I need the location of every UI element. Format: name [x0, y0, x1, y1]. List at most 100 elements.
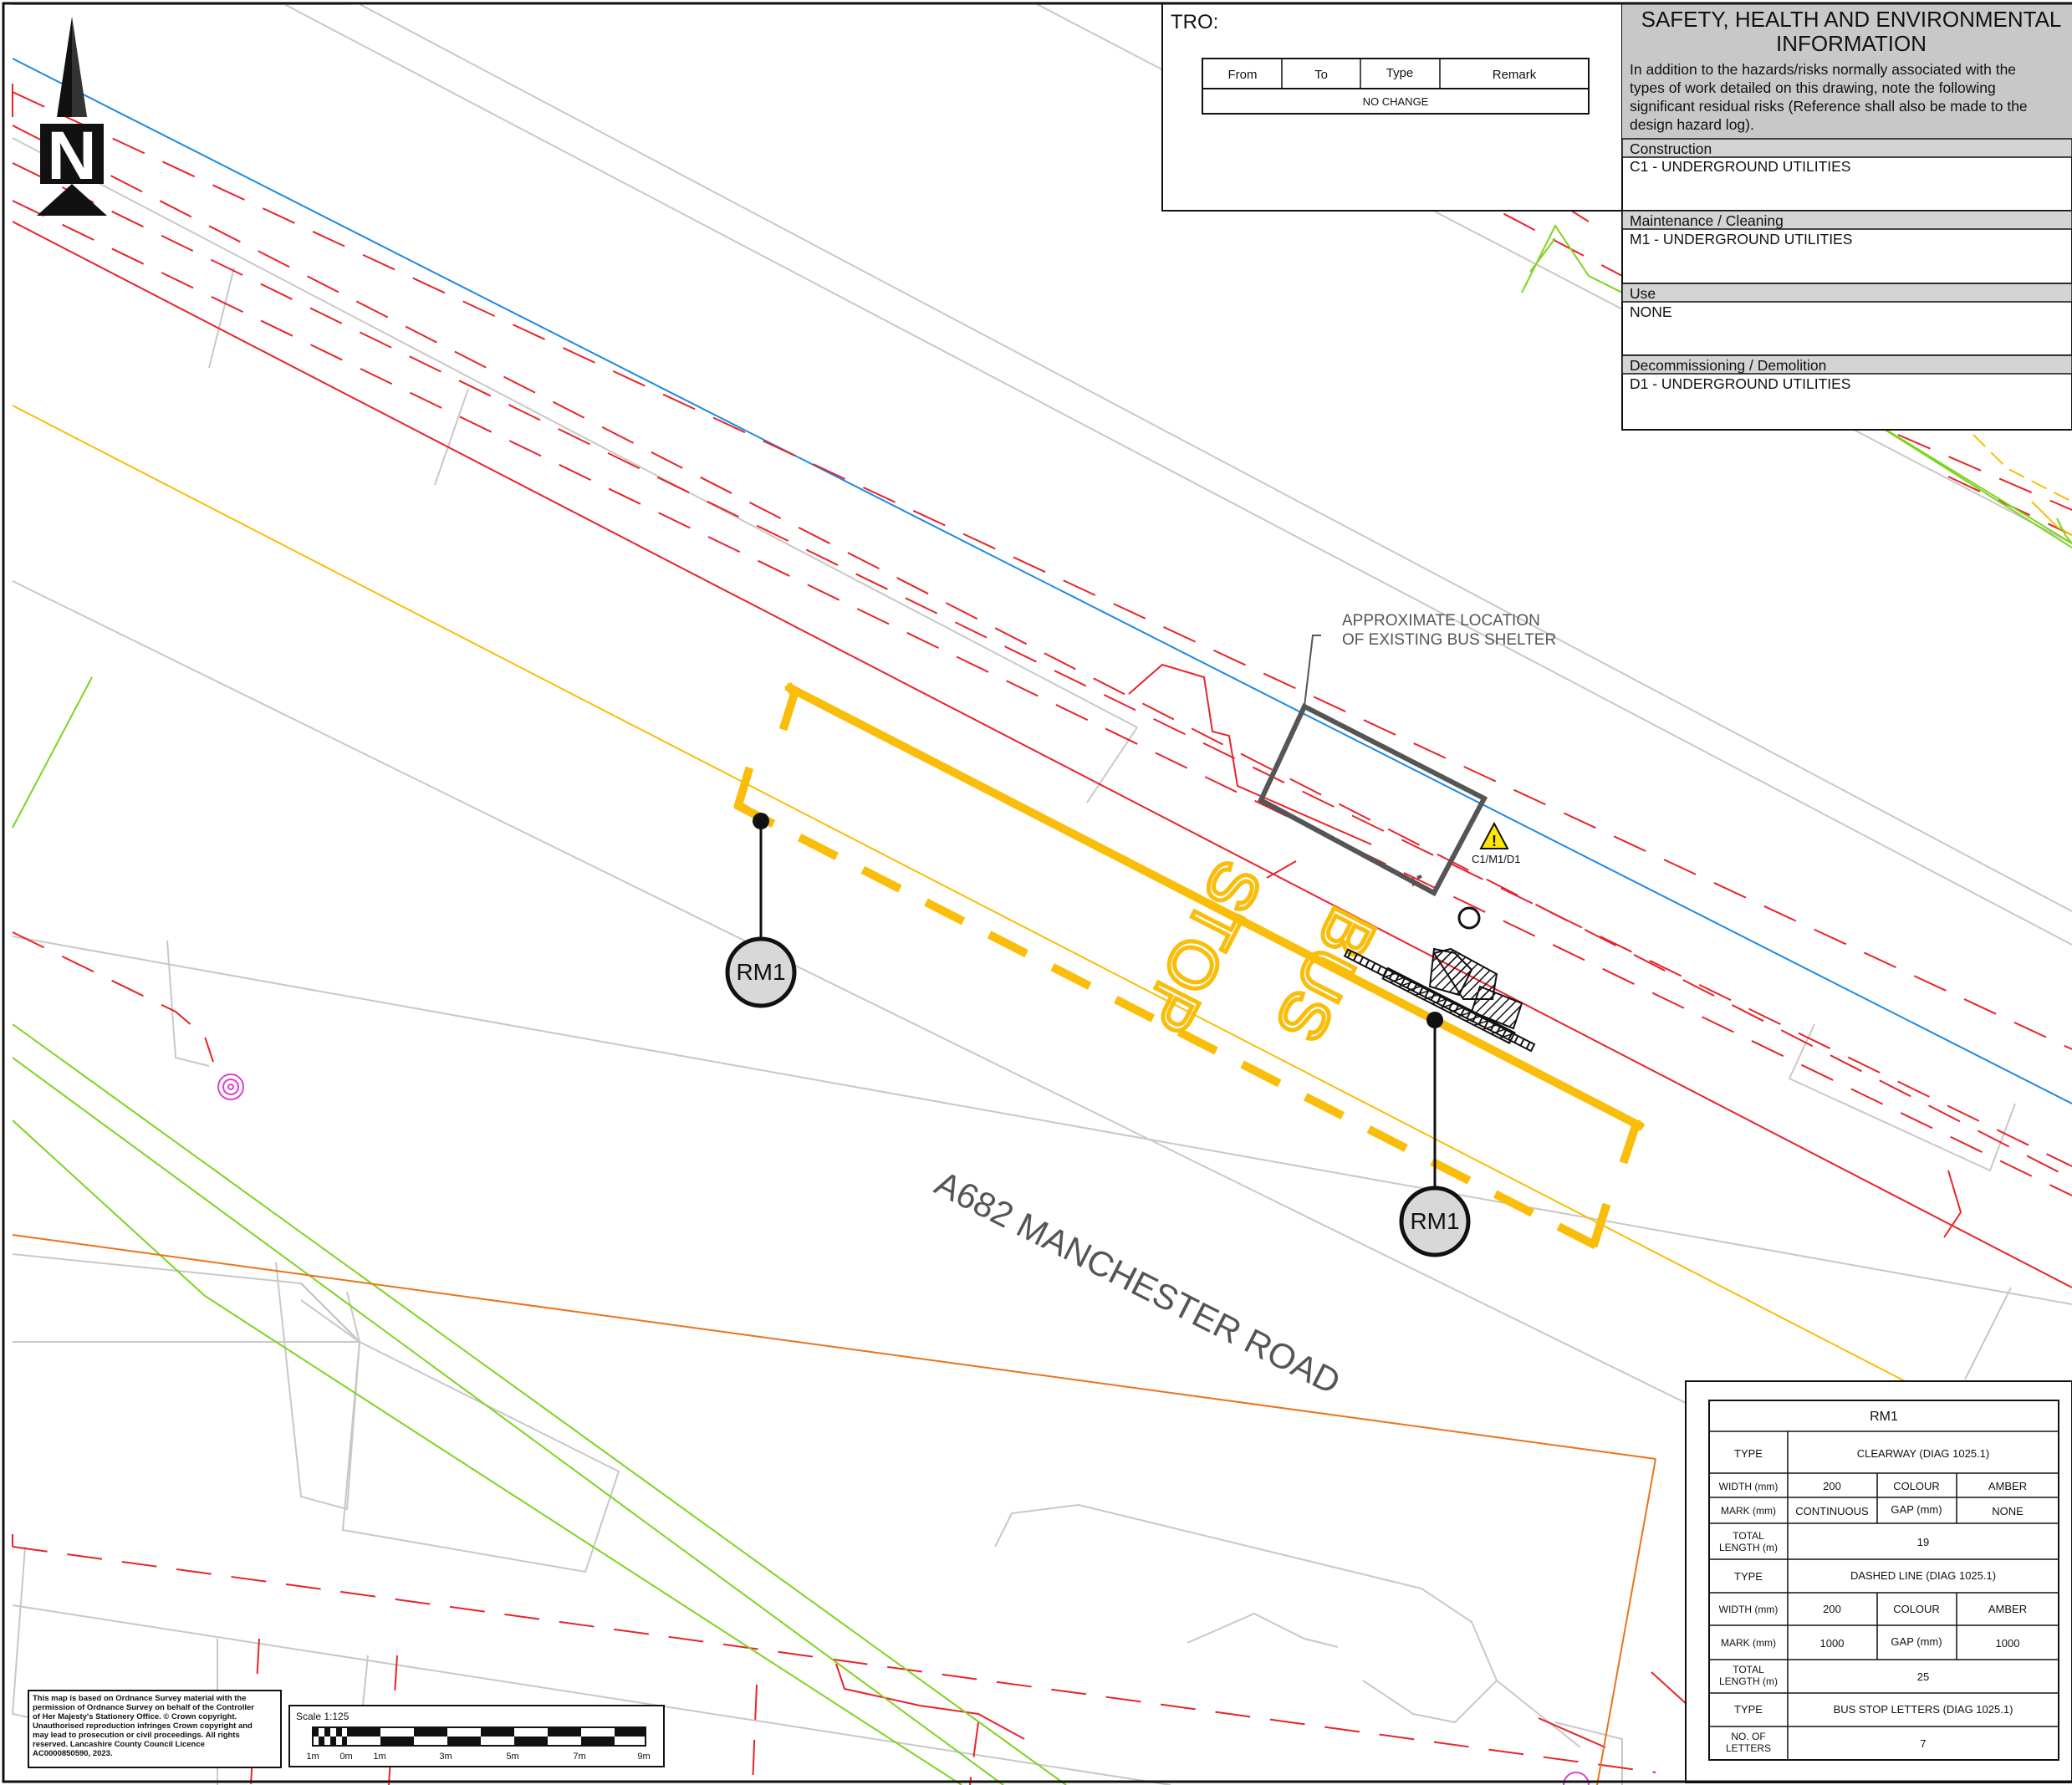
rm1-clearway-total: 19	[1917, 1536, 1929, 1548]
rm1-type-label-2: TYPE	[1734, 1570, 1763, 1583]
rm1-clearway-gap: NONE	[1992, 1505, 2024, 1517]
shelter-note-line2: OF EXISTING BUS SHELTER	[1342, 631, 1556, 649]
scale-tick: 7m	[573, 1752, 585, 1762]
she-intro-line1: In addition to the hazards/risks normall…	[1630, 61, 2016, 78]
rm1-dashed-colour: AMBER	[1988, 1603, 2027, 1615]
rm1-marker-label-2: RM1	[1410, 1208, 1459, 1234]
copyright-line-4: Unauthorised reproduction infringes Crow…	[33, 1721, 253, 1731]
copyright-line-2: permission of Ordnance Survey on behalf …	[33, 1703, 254, 1712]
she-intro-line4: design hazard log).	[1630, 116, 1754, 133]
rm1-clearway-colour: AMBER	[1988, 1480, 2027, 1492]
she-section-use-value: NONE	[1630, 303, 1672, 320]
rm1-colour-label: COLOUR	[1893, 1480, 1940, 1492]
scale-tick: 0m	[339, 1752, 352, 1762]
tro-header-type: Type	[1386, 66, 1414, 80]
copyright-line-6: reserved. Lancashire County Council Lice…	[33, 1740, 205, 1749]
rm1-width-label-2: WIDTH (mm)	[1719, 1604, 1779, 1615]
rm1-total-label-2: LENGTH (m)	[1719, 1542, 1778, 1553]
scale-tick: 1m	[306, 1752, 319, 1762]
rm1-callout-left: RM1	[725, 813, 797, 1008]
rm1-letters-label-2: LETTERS	[1726, 1742, 1771, 1754]
rm1-clearway-mark: CONTINUOUS	[1795, 1505, 1869, 1517]
rm1-total-label-3: TOTAL	[1733, 1664, 1764, 1675]
rm1-type-label-3: TYPE	[1734, 1703, 1763, 1716]
rm1-mark-label-2: MARK (mm)	[1721, 1637, 1776, 1649]
scale-tick: 5m	[506, 1752, 518, 1762]
she-section-construction-heading: Construction	[1630, 140, 1712, 157]
bus-stop-flag-icon	[1343, 947, 1536, 1053]
orange-lines	[12, 1234, 1656, 1785]
rm1-dashed-type: DASHED LINE (DIAG 1025.1)	[1850, 1569, 1996, 1582]
svg-text:!: !	[1492, 833, 1497, 849]
she-panel: SAFETY, HEALTH AND ENVIRONMENTAL INFORMA…	[1621, 3, 2072, 431]
scale-bar: Scale 1:125 1m 0m 1m 3m 5m 7m 9m	[288, 1705, 665, 1767]
rm1-type-label: TYPE	[1734, 1447, 1763, 1460]
utility-chamber-icon	[217, 1074, 244, 1100]
rm1-letters-count: 7	[1920, 1737, 1926, 1750]
map-linework	[11, 3, 2072, 1785]
copyright-line-7: AC0000850590, 2023.	[33, 1749, 113, 1758]
she-section-construction-value: C1 - UNDERGROUND UTILITIES	[1630, 158, 1850, 175]
she-section-decommissioning-heading: Decommissioning / Demolition	[1630, 357, 1826, 374]
she-title-line2: INFORMATION	[1776, 31, 1927, 56]
rm1-clearway-type: CLEARWAY (DIAG 1025.1)	[1857, 1447, 1989, 1460]
bus-stop-pole-icon	[1457, 906, 1481, 930]
she-intro-line2: types of work detailed on this drawing, …	[1630, 79, 1996, 96]
scale-tick: 3m	[439, 1752, 452, 1762]
scale-tick: 9m	[637, 1752, 650, 1762]
rm1-dashed-gap: 1000	[1996, 1637, 2020, 1650]
rm1-letters-type: BUS STOP LETTERS (DIAG 1025.1)	[1834, 1703, 2013, 1716]
scale-label: Scale 1:125	[296, 1711, 350, 1722]
rm1-marker-label: RM1	[736, 959, 785, 985]
rm1-gap-label-2: GAP (mm)	[1891, 1635, 1942, 1648]
rm1-total-label-1: TOTAL	[1733, 1530, 1764, 1542]
tro-panel: TRO: From To Type Remark NO CHANGE	[1161, 3, 1623, 212]
scale-tick: 1m	[373, 1752, 385, 1762]
she-title-line1: SAFETY, HEALTH AND ENVIRONMENTAL	[1641, 7, 2062, 32]
rm1-dashed-width: 200	[1823, 1603, 1841, 1615]
grey-boundary-lines	[11, 3, 2072, 1785]
she-section-decommissioning-value: D1 - UNDERGROUND UTILITIES	[1630, 375, 1850, 392]
amber-line	[12, 405, 2072, 1468]
bus-shelter: APPROXIMATE LOCATION OF EXISTING BUS SHE…	[1258, 612, 1556, 897]
road-letters-bus: BUS	[1262, 896, 1391, 1053]
green-lines	[12, 224, 2072, 1785]
road-name: A682 MANCHESTER ROAD	[929, 1163, 1347, 1402]
utility-chamber-icon-2	[1563, 1772, 1590, 1785]
tro-row-value: NO CHANGE	[1363, 95, 1429, 108]
rm1-table-title: RM1	[1870, 1410, 1898, 1424]
road-letters-stop: STOP	[1128, 849, 1277, 1044]
she-section-maintenance-heading: Maintenance / Cleaning	[1630, 212, 1784, 229]
hazard-warning-icon: !	[1479, 821, 1509, 849]
dashed-line	[734, 801, 1599, 1250]
rm1-dashed-mark: 1000	[1820, 1637, 1845, 1650]
rm1-mark-label: MARK (mm)	[1721, 1505, 1776, 1517]
rm1-letters-label-1: NO. OF	[1731, 1731, 1765, 1742]
clearway-line	[784, 682, 1645, 1131]
rm1-specification-table: RM1 TYPE CLEARWAY (DIAG 1025.1) WIDTH (m…	[1685, 1380, 2072, 1783]
rm1-clearway-width: 200	[1823, 1480, 1841, 1492]
copyright-line-1: This map is based on Ordnance Survey mat…	[33, 1694, 247, 1703]
she-intro-line3: significant residual risks (Reference sh…	[1630, 98, 2028, 115]
shelter-note-line1: APPROXIMATE LOCATION	[1342, 612, 1540, 630]
red-kerb-lines	[12, 162, 2072, 1748]
tro-header-from: From	[1228, 68, 1258, 82]
tro-title: TRO:	[1171, 11, 1218, 33]
copyright-line-5: may lead to prosecution or civil proceed…	[33, 1731, 240, 1740]
rm1-width-label: WIDTH (mm)	[1719, 1481, 1779, 1492]
hazard-reference: C1/M1/D1	[1472, 853, 1521, 865]
rm1-callout-right: RM1	[1399, 1012, 1471, 1257]
rm1-colour-label-2: COLOUR	[1893, 1603, 1940, 1615]
bus-stop-markings	[733, 682, 1646, 1250]
tro-header-to: To	[1314, 68, 1328, 82]
she-section-use-heading: Use	[1630, 285, 1656, 302]
copyright-line-3: of Her Majesty's Stationery Office. © Cr…	[33, 1712, 237, 1721]
rm1-total-label-4: LENGTH (m)	[1719, 1675, 1778, 1687]
rm1-dashed-total: 25	[1917, 1670, 1929, 1683]
north-arrow-icon: N	[37, 17, 107, 216]
blue-boundary-line	[12, 58, 2072, 1104]
tro-header-remark: Remark	[1493, 68, 1537, 82]
